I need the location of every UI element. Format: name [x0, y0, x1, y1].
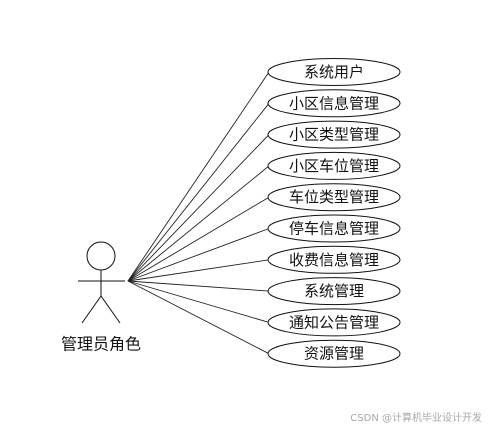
watermark: CSDN @计算机毕业设计开发: [350, 413, 482, 424]
use-case-ellipse: [267, 214, 401, 243]
association-line: [127, 71, 270, 282]
use-case: 小区车位管理: [267, 151, 401, 180]
association-line: [127, 228, 270, 282]
use-case-ellipse: [267, 183, 401, 212]
use-case: 系统用户: [267, 58, 401, 86]
use-case-label: 资源管理: [304, 345, 364, 363]
use-case-ellipse: [267, 120, 401, 149]
actor: 管理员角色: [61, 241, 141, 354]
use-case-label: 小区信息管理: [289, 94, 379, 112]
association-line: [127, 103, 270, 282]
association-line: [127, 280, 270, 292]
use-case: 小区类型管理: [267, 120, 401, 149]
use-case-label: 系统管理: [304, 282, 364, 300]
association-line: [127, 259, 270, 282]
association-line: [127, 196, 270, 282]
use-case: 系统管理: [267, 277, 401, 306]
association-line: [127, 280, 270, 323]
use-case-label: 小区车位管理: [289, 157, 379, 175]
association-line: [127, 280, 270, 355]
use-case: 车位类型管理: [267, 183, 401, 212]
use-case: 资源管理: [267, 339, 401, 368]
use-case: 通知公告管理: [267, 308, 401, 337]
use-case-ellipse: [267, 277, 401, 306]
actor-head: [86, 241, 116, 271]
use-case-ellipse: [267, 58, 401, 86]
use-case-ellipse: [267, 339, 401, 368]
use-case-ellipse: [267, 151, 401, 180]
use-cases: 系统用户小区信息管理小区类型管理小区车位管理车位类型管理停车信息管理收费信息管理…: [267, 58, 401, 368]
use-case-label: 系统用户: [304, 63, 364, 81]
use-case-label: 车位类型管理: [289, 188, 379, 206]
association-line: [127, 165, 270, 282]
use-case-label: 停车信息管理: [289, 220, 379, 238]
actor-right-leg: [100, 295, 121, 324]
actor-label: 管理员角色: [61, 335, 141, 354]
use-case: 停车信息管理: [267, 214, 401, 243]
use-case: 小区信息管理: [267, 89, 401, 118]
use-case-ellipse: [267, 308, 401, 337]
use-case-ellipse: [267, 245, 401, 274]
use-case-ellipse: [267, 89, 401, 118]
actor-left-leg: [81, 295, 102, 324]
association-line: [127, 134, 270, 282]
association-lines: [127, 71, 270, 355]
use-case-label: 小区类型管理: [289, 126, 379, 144]
use-case-label: 收费信息管理: [289, 251, 379, 269]
use-case: 收费信息管理: [267, 245, 401, 274]
use-case-label: 通知公告管理: [289, 313, 379, 331]
